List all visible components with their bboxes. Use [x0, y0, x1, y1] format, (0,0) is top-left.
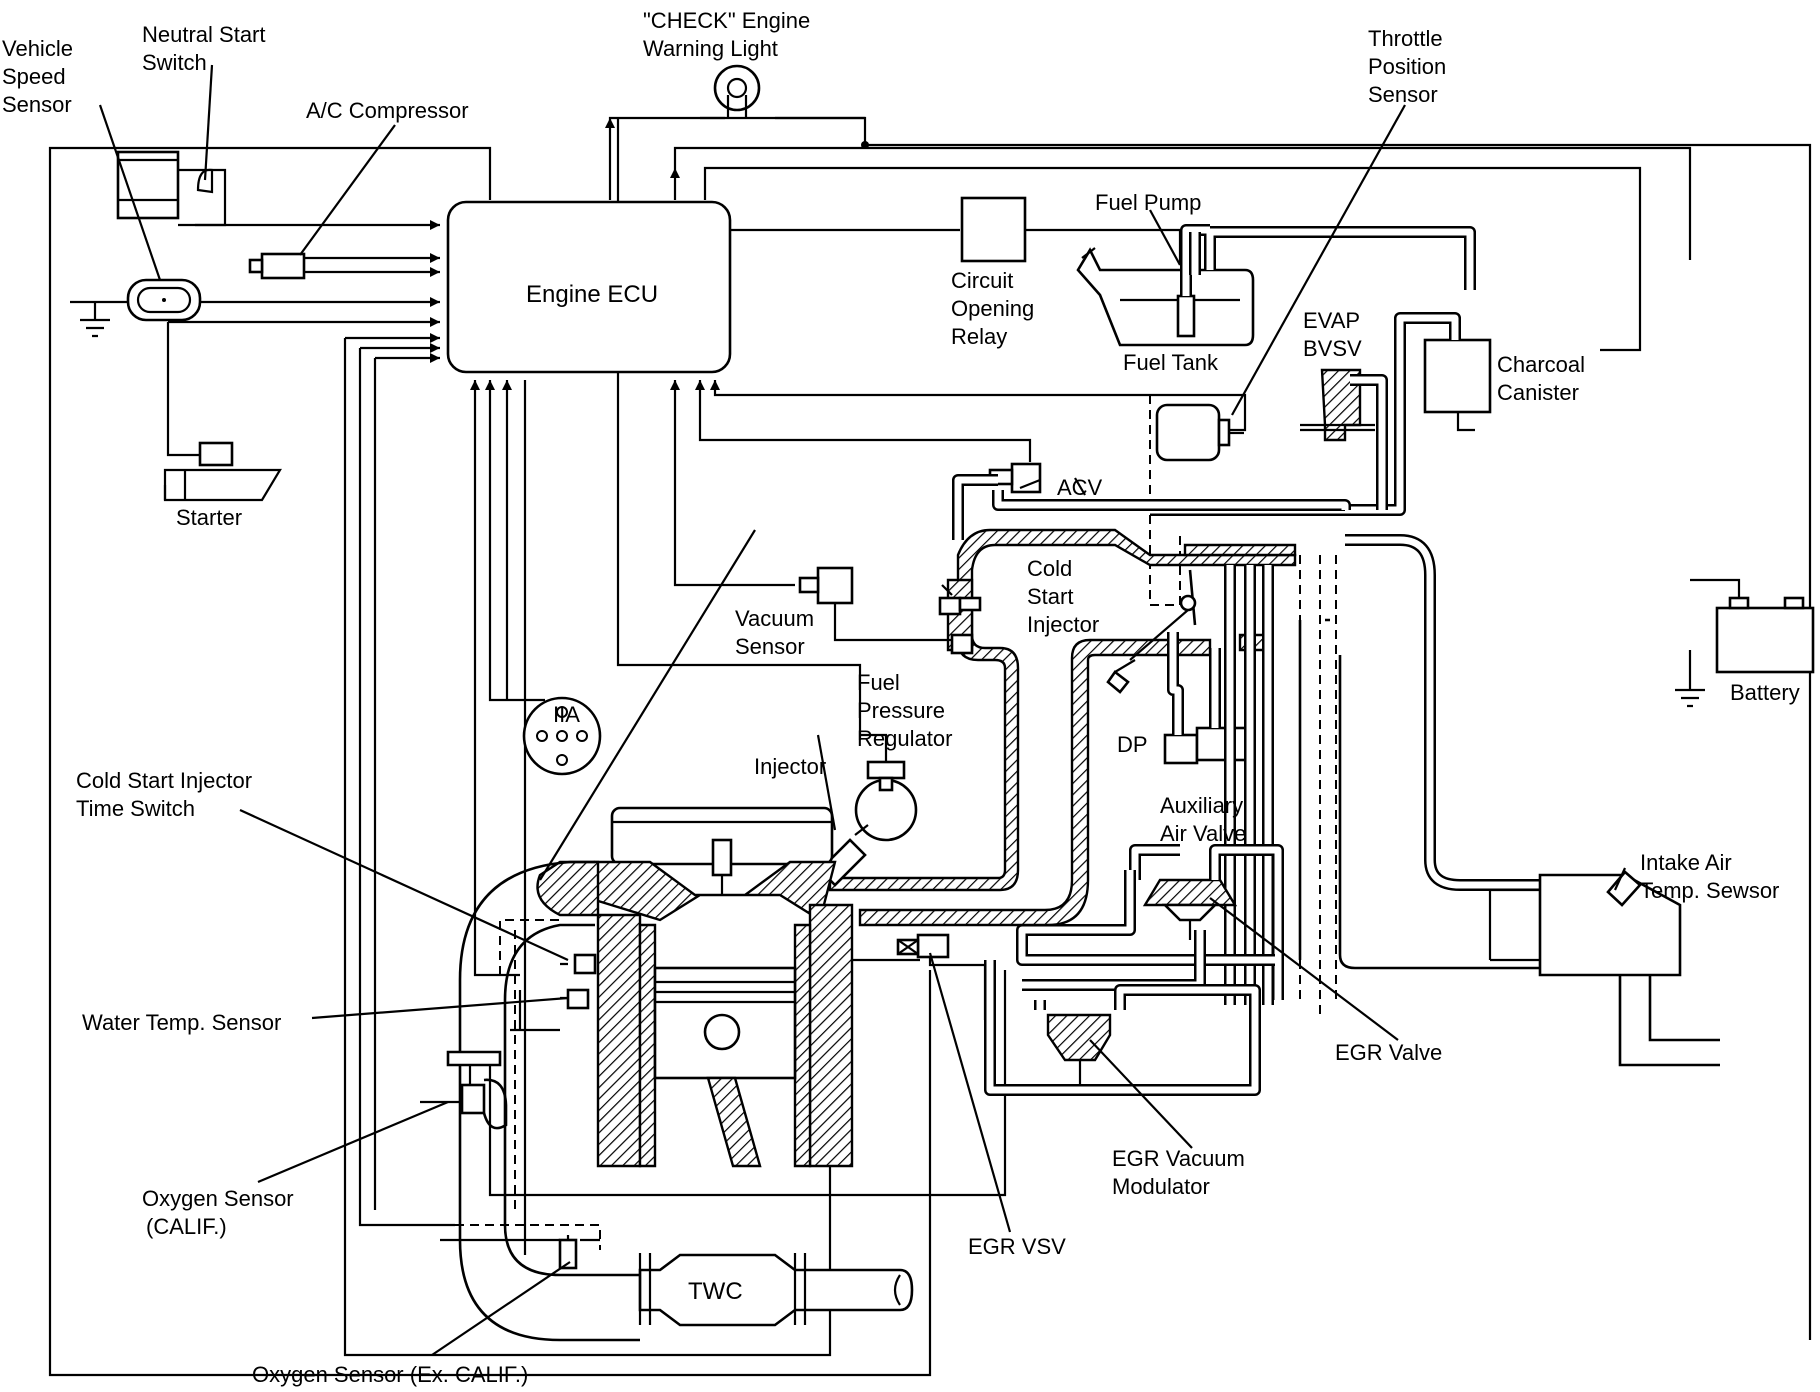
label-circuit-opening-relay-1: Circuit: [951, 268, 1013, 293]
label-cold-start-injector-2: Start: [1027, 584, 1073, 609]
label-auxiliary-air-valve-1: Auxiliary: [1160, 793, 1243, 818]
label-check-engine-2: Warning Light: [643, 36, 778, 61]
label-battery: Battery: [1730, 680, 1800, 705]
label-egr-valve: EGR Valve: [1335, 1040, 1442, 1065]
label-check-engine-1: "CHECK" Engine: [643, 8, 810, 33]
label-acv: ACV: [1057, 475, 1103, 500]
label-vehicle-speed-sensor-1: Vehicle: [2, 36, 73, 61]
label-cold-start-injector-1: Cold: [1027, 556, 1072, 581]
cold-start-injector-icon: [938, 578, 982, 655]
label-cold-start-injector-time-switch-2: Time Switch: [76, 796, 195, 821]
label-vacuum-sensor-1: Vacuum: [735, 606, 814, 631]
oxygen-sensor-calif-icon: [420, 1050, 508, 1130]
label-circuit-opening-relay-2: Opening: [951, 296, 1034, 321]
label-engine-ecu: Engine ECU: [526, 281, 658, 308]
label-vehicle-speed-sensor-2: Speed: [2, 64, 66, 89]
label-oxygen-sensor-calif-2: (CALIF.): [146, 1214, 227, 1239]
label-cold-start-injector-time-switch-1: Cold Start Injector: [76, 768, 252, 793]
label-throttle-position-sensor-3: Sensor: [1368, 82, 1438, 107]
twc-icon: [638, 1253, 914, 1327]
label-circuit-opening-relay-3: Relay: [951, 324, 1007, 349]
label-egr-vacuum-modulator-2: Modulator: [1112, 1174, 1210, 1199]
label-throttle-position-sensor-1: Throttle: [1368, 26, 1443, 51]
ac-compressor-icon: [248, 252, 306, 280]
label-twc: TWC: [688, 1278, 743, 1305]
label-dp: DP: [1117, 732, 1148, 757]
label-cold-start-injector-3: Injector: [1027, 612, 1099, 637]
callout-leaders: [98, 64, 1627, 1356]
label-evap-bvsv-2: BVSV: [1303, 336, 1362, 361]
vacuum-sensor-icon: [798, 566, 952, 642]
oxygen-sensor-ex-calif-icon: [558, 1235, 578, 1270]
label-throttle-position-sensor-2: Position: [1368, 54, 1446, 79]
acv-icon: [952, 462, 1351, 540]
starter-icon: [163, 441, 282, 502]
label-neutral-start-switch-2: Switch: [142, 50, 207, 75]
label-injector: Injector: [754, 754, 826, 779]
wiring-harness: [48, 116, 1812, 1377]
exhaust-manifold: [458, 860, 640, 1342]
egr-vacuum-modulator-icon: [984, 960, 1261, 1096]
label-oxygen-sensor-ex-calif: Oxygen Sensor (Ex. CALIF.): [252, 1362, 528, 1387]
vehicle-speed-sensor-icon: [126, 278, 202, 322]
auxiliary-air-valve-icon: [1163, 632, 1249, 765]
labels: Vehicle Speed Sensor Neutral Start Switc…: [2, 8, 1800, 1387]
throttle-valve-icon: [1129, 569, 1197, 661]
label-auxiliary-air-valve-2: Air Valve: [1160, 821, 1246, 846]
label-fuel-tank: Fuel Tank: [1123, 350, 1219, 375]
dp-icon: [1106, 659, 1136, 694]
fuel-tank-icon: [1076, 224, 1476, 347]
check-engine-light-icon: [713, 64, 761, 118]
water-temp-sensor-icon: [560, 953, 597, 1010]
label-starter: Starter: [176, 505, 242, 530]
ecu-arrow-marks: [430, 118, 720, 390]
label-fuel-pressure-regulator-2: Pressure: [857, 698, 945, 723]
label-intake-air-temp-sensor-1: Intake Air: [1640, 850, 1732, 875]
neutral-start-switch-icon: [116, 150, 227, 227]
vacuum-hoses: [1224, 555, 1337, 1015]
label-vacuum-sensor-2: Sensor: [735, 634, 805, 659]
label-water-temp-sensor: Water Temp. Sensor: [82, 1010, 281, 1035]
engine-block: [536, 806, 854, 1168]
label-ac-compressor: A/C Compressor: [306, 98, 469, 123]
egr-valve-icon: [1016, 844, 1284, 1000]
label-neutral-start-switch-1: Neutral Start: [142, 22, 266, 47]
circuit-opening-relay-icon: [960, 196, 1027, 263]
label-egr-vsv: EGR VSV: [968, 1234, 1066, 1259]
iia-icon: [522, 696, 602, 776]
label-iia: IIA: [553, 702, 580, 727]
engine-ecu-box: [446, 200, 732, 374]
intake-manifold: [828, 528, 1540, 970]
evap-bvsv-icon: [1300, 368, 1388, 510]
label-charcoal-canister-1: Charcoal: [1497, 352, 1585, 377]
battery-icon: [1690, 578, 1815, 674]
throttle-position-sensor-icon: [1155, 403, 1244, 462]
label-fuel-pressure-regulator-1: Fuel: [857, 670, 900, 695]
label-fuel-pump: Fuel Pump: [1095, 190, 1201, 215]
label-intake-air-temp-sensor-2: Temp. Sewsor: [1640, 878, 1779, 903]
label-egr-vacuum-modulator-1: EGR Vacuum: [1112, 1146, 1245, 1171]
label-oxygen-sensor-calif-1: Oxygen Sensor: [142, 1186, 294, 1211]
label-charcoal-canister-2: Canister: [1497, 380, 1579, 405]
label-vehicle-speed-sensor-3: Sensor: [2, 92, 72, 117]
egr-vsv-icon: [896, 933, 950, 959]
label-evap-bvsv-1: EVAP: [1303, 308, 1360, 333]
air-cleaner-icon: [1488, 873, 1720, 1067]
fuel-pressure-regulator-icon: [854, 733, 918, 842]
label-fuel-pressure-regulator-3: Regulator: [857, 726, 952, 751]
